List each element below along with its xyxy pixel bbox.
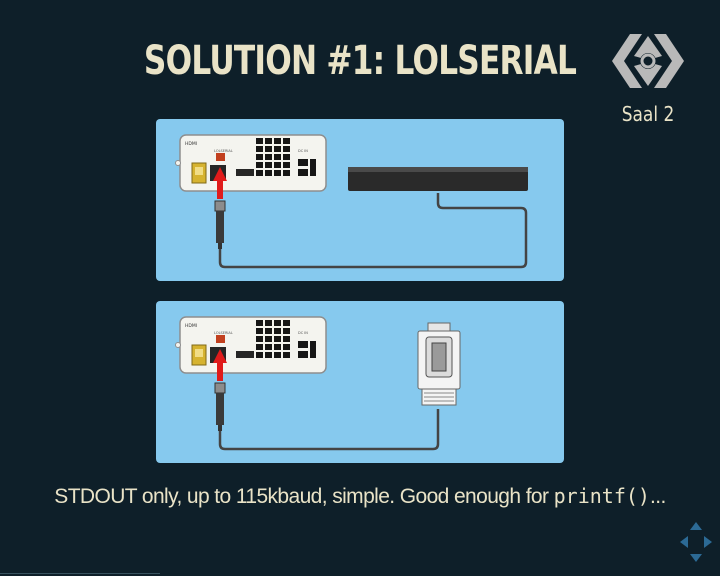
- caption-text: STDOUT only, up to 115kbaud, simple. Goo…: [54, 485, 554, 508]
- slide-caption: STDOUT only, up to 115kbaud, simple. Goo…: [0, 484, 720, 509]
- slide-title: SOLUTION #1: LOLSERIAL: [143, 38, 577, 84]
- serial-plug: [214, 200, 226, 249]
- diagram-panel-db9: HDMI LOLSERIAL DC IN: [156, 301, 564, 463]
- ccc-logo-icon: [612, 34, 684, 88]
- progress-line: [0, 573, 160, 574]
- nav-up-icon[interactable]: [690, 522, 702, 530]
- hdmi-label: HDMI: [185, 323, 197, 329]
- cable: [218, 409, 440, 451]
- nav-right-icon[interactable]: [704, 536, 712, 548]
- navigation-arrows-icon[interactable]: [678, 520, 714, 564]
- serial-plug: [214, 382, 226, 431]
- nav-left-icon[interactable]: [680, 536, 688, 548]
- cable: [218, 193, 528, 269]
- caption-tail: ...: [649, 485, 666, 508]
- diagram-panel-sensorbar: HDMI LOLSERIAL DC IN: [156, 119, 564, 281]
- console-rear-illustration: HDMI LOLSERIAL DC IN: [175, 316, 327, 374]
- caption-code: printf(): [553, 484, 650, 508]
- db9-connector-illustration: [417, 322, 461, 406]
- room-label: Saal 2: [621, 102, 675, 126]
- port-label: DC IN: [298, 149, 308, 153]
- port-label: DC IN: [298, 331, 308, 335]
- nav-down-icon[interactable]: [690, 554, 702, 562]
- hdmi-label: HDMI: [185, 141, 197, 147]
- highlight-arrow: [213, 349, 227, 381]
- port-label: LOLSERIAL: [214, 331, 233, 335]
- console-rear-illustration: HDMI LOLSERIAL DC IN: [175, 134, 327, 192]
- port-label: LOLSERIAL: [214, 149, 233, 153]
- highlight-arrow: [213, 167, 227, 199]
- sensor-bar-illustration: [348, 167, 528, 191]
